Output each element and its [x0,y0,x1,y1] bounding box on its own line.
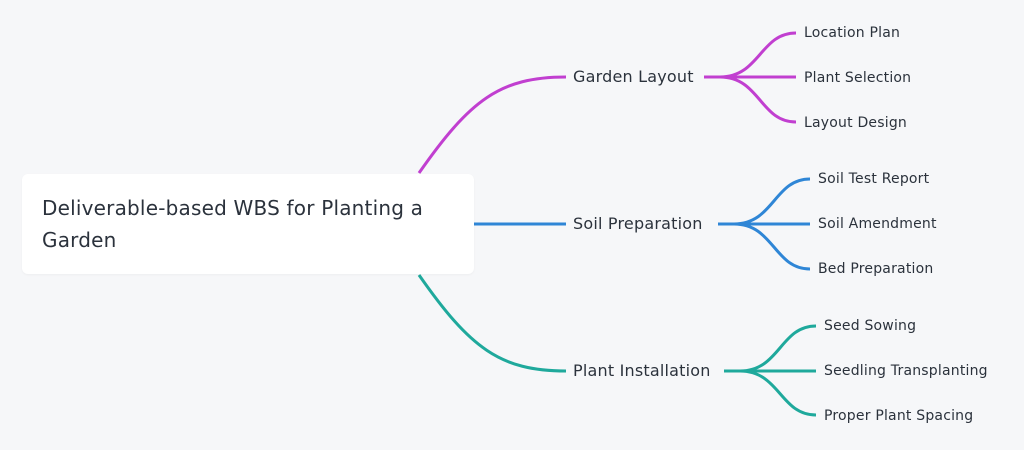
leaf-soil-amendment[interactable]: Soil Amendment [818,216,937,232]
connector-soil-test-report [733,177,811,226]
connector-garden-location-plan [719,31,797,79]
connector-plant-proper-spacing [739,369,817,417]
leaf-seedling-transplanting[interactable]: Seedling Transplanting [824,363,988,379]
branch-soil-preparation[interactable]: Soil Preparation [573,214,703,233]
connector-plant-seed-sowing [739,324,817,373]
connector-root-plant-installation [417,274,567,373]
leaf-seed-sowing[interactable]: Seed Sowing [824,318,917,334]
root-node[interactable]: Deliverable-based WBS for Planting a Gar… [22,174,474,274]
leaf-bed-preparation[interactable]: Bed Preparation [818,261,934,277]
leaf-proper-plant-spacing[interactable]: Proper Plant Spacing [824,408,974,424]
branch-garden-layout[interactable]: Garden Layout [573,67,694,86]
connector-soil-bed-preparation [733,222,811,271]
connector-garden-layout-design [719,75,797,124]
connector-root-garden-layout [417,75,567,174]
leaf-layout-design[interactable]: Layout Design [804,115,907,131]
leaf-plant-selection[interactable]: Plant Selection [804,70,912,86]
leaf-soil-test-report[interactable]: Soil Test Report [818,171,930,187]
leaf-location-plan[interactable]: Location Plan [804,25,901,41]
root-node-title: Deliverable-based WBS for Planting a Gar… [42,196,424,252]
branch-plant-installation[interactable]: Plant Installation [573,361,711,380]
